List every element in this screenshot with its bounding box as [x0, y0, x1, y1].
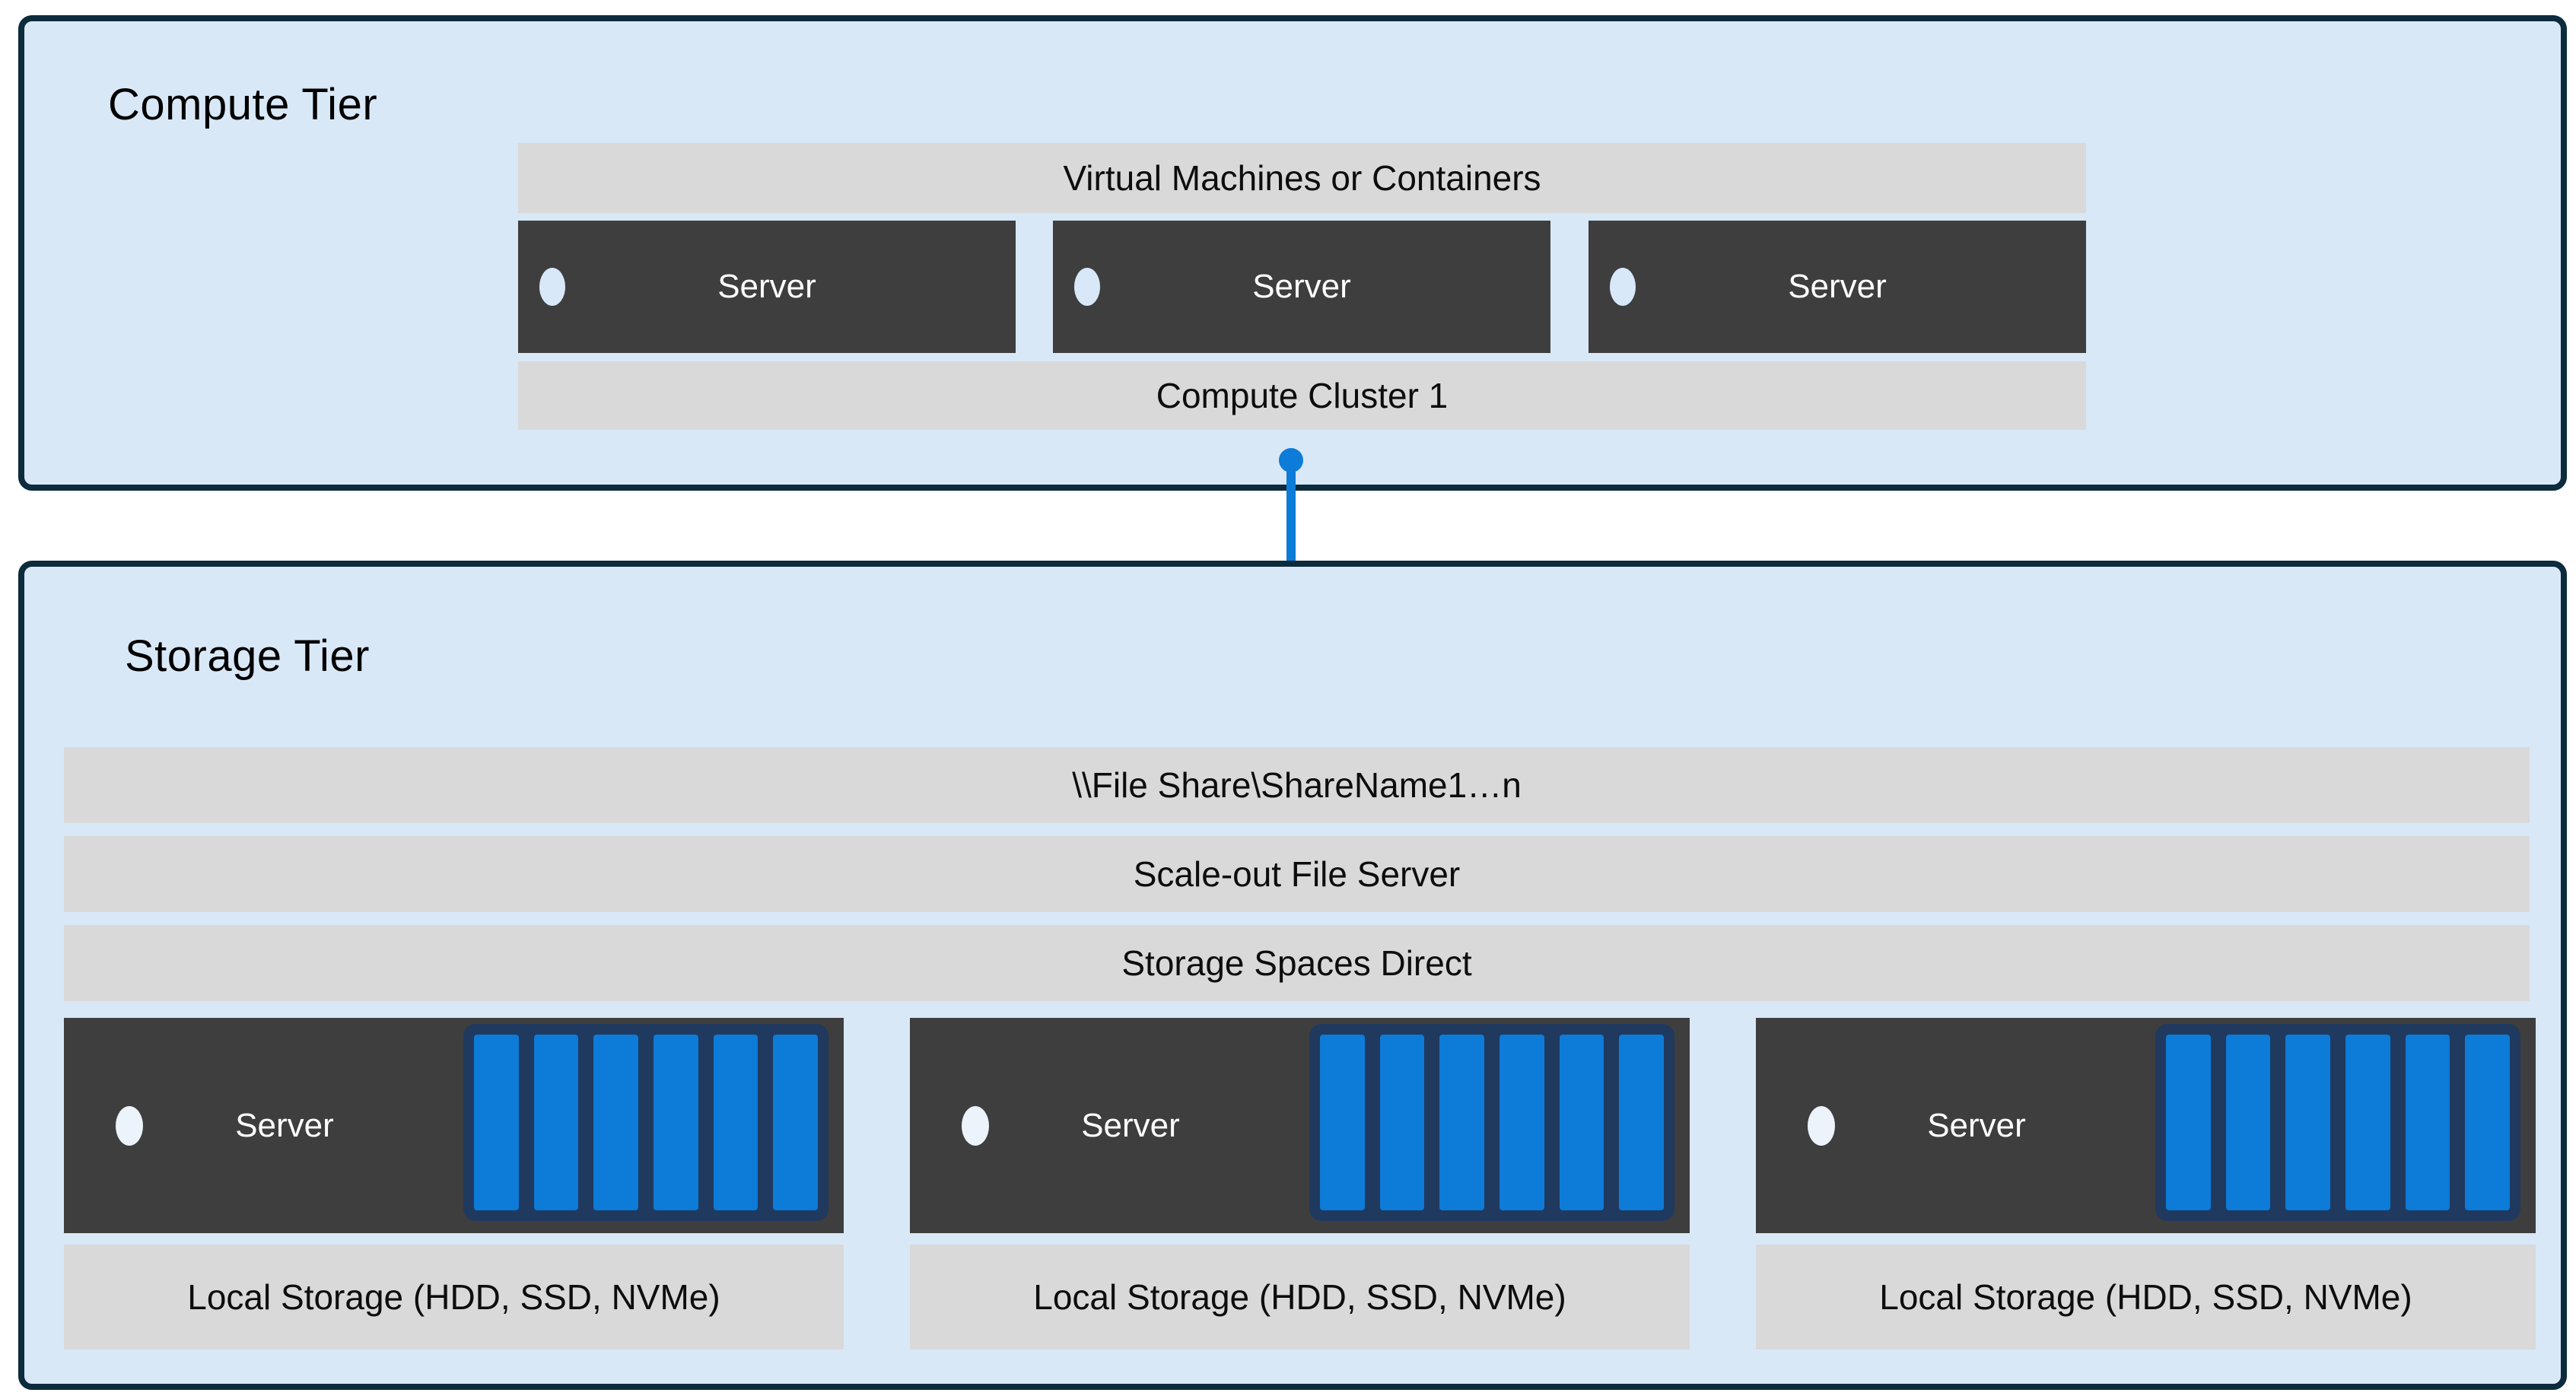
- disk-drive-icon: [2342, 1032, 2393, 1213]
- disk-drive-icon: [2163, 1032, 2214, 1213]
- scale-out-file-server-label: Scale-out File Server: [1133, 854, 1461, 894]
- disk-array: [2155, 1024, 2520, 1221]
- server-indicator-icon: [539, 268, 565, 306]
- storage-spaces-direct-bar: Storage Spaces Direct: [64, 925, 2530, 1001]
- compute-server-node: Server: [1053, 221, 1550, 353]
- file-share-label: \\File Share\ShareName1…n: [1072, 765, 1522, 805]
- compute-tier-box: Compute Tier Virtual Machines or Contain…: [18, 15, 2567, 491]
- disk-drive-icon: [1556, 1032, 1608, 1213]
- storage-server-node: Server: [64, 1018, 844, 1233]
- server-label: Server: [1252, 268, 1351, 305]
- disk-drive-icon: [770, 1032, 822, 1213]
- disk-drive-icon: [2222, 1032, 2274, 1213]
- local-storage-label: Local Storage (HDD, SSD, NVMe): [1879, 1277, 2412, 1317]
- disk-drive-icon: [2462, 1032, 2514, 1213]
- server-indicator-icon: [1074, 268, 1100, 306]
- compute-server-node: Server: [518, 221, 1016, 353]
- server-label: Server: [1788, 268, 1887, 305]
- local-storage-label: Local Storage (HDD, SSD, NVMe): [187, 1277, 720, 1317]
- disk-drive-icon: [1616, 1032, 1668, 1213]
- disk-drive-icon: [590, 1032, 642, 1213]
- disk-drive-icon: [1317, 1032, 1368, 1213]
- server-indicator-icon: [1808, 1105, 1835, 1146]
- local-storage-bar: Local Storage (HDD, SSD, NVMe): [910, 1245, 1690, 1350]
- server-label: Server: [717, 268, 816, 305]
- server-indicator-icon: [1610, 268, 1636, 306]
- disk-drive-icon: [1436, 1032, 1488, 1213]
- storage-spaces-direct-label: Storage Spaces Direct: [1121, 943, 1472, 983]
- compute-tier-title: Compute Tier: [108, 80, 378, 129]
- disk-drive-icon: [2402, 1032, 2454, 1213]
- local-storage-bar: Local Storage (HDD, SSD, NVMe): [1756, 1245, 2536, 1350]
- disk-drive-icon: [1376, 1032, 1428, 1213]
- storage-server-node: Server: [1756, 1018, 2536, 1233]
- server-indicator-icon: [116, 1105, 143, 1146]
- disk-array: [1309, 1024, 1674, 1221]
- storage-server-node: Server: [910, 1018, 1690, 1233]
- storage-tier-box: Storage Tier \\File Share\ShareName1…n S…: [18, 561, 2567, 1390]
- scale-out-file-server-bar: Scale-out File Server: [64, 836, 2530, 912]
- disk-drive-icon: [710, 1032, 762, 1213]
- vm-containers-label: Virtual Machines or Containers: [1063, 158, 1541, 198]
- local-storage-bar: Local Storage (HDD, SSD, NVMe): [64, 1245, 844, 1350]
- disk-drive-icon: [2282, 1032, 2334, 1213]
- compute-server-node: Server: [1589, 221, 2086, 353]
- server-indicator-icon: [962, 1105, 989, 1146]
- disk-drive-icon: [471, 1032, 522, 1213]
- disk-drive-icon: [650, 1032, 701, 1213]
- local-storage-label: Local Storage (HDD, SSD, NVMe): [1033, 1277, 1566, 1317]
- storage-tier-title: Storage Tier: [125, 631, 370, 681]
- disk-drive-icon: [1496, 1032, 1547, 1213]
- server-label: Server: [1927, 1106, 2026, 1144]
- server-label: Server: [1081, 1106, 1180, 1144]
- disk-array: [463, 1024, 828, 1221]
- connector-endpoint-dot: [1279, 448, 1303, 472]
- file-share-bar: \\File Share\ShareName1…n: [64, 747, 2530, 823]
- server-label: Server: [235, 1106, 334, 1144]
- compute-cluster-bar: Compute Cluster 1: [518, 361, 2086, 430]
- disk-drive-icon: [530, 1032, 582, 1213]
- vm-containers-bar: Virtual Machines or Containers: [518, 143, 2086, 213]
- compute-cluster-label: Compute Cluster 1: [1156, 376, 1449, 415]
